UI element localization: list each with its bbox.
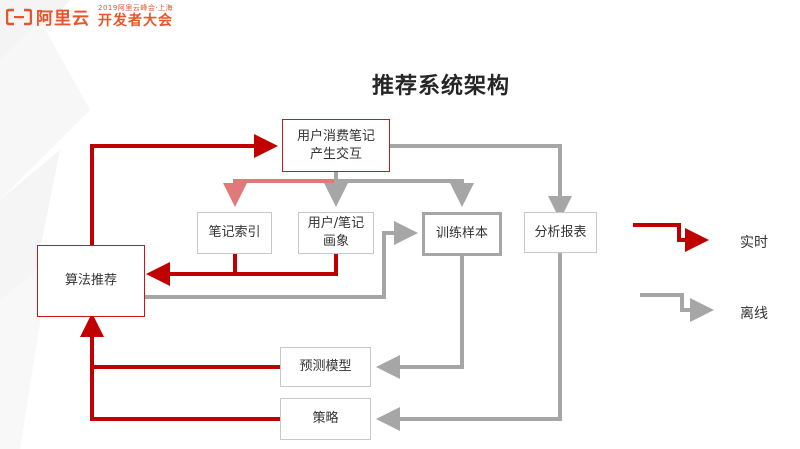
node-strategy-label: 策略: [312, 411, 339, 427]
node-analysis-report: 分析报表: [524, 212, 597, 253]
legend-realtime-label: 实时: [740, 235, 768, 251]
node-profile-line1: 用户/笔记: [307, 216, 365, 232]
legend-realtime-line: [633, 223, 709, 252]
node-strategy: 策略: [280, 398, 371, 440]
connector-strategy-to-algo: [80, 313, 280, 421]
legend-offline-line: [640, 293, 714, 322]
node-profile-line2: 画象: [322, 234, 349, 249]
connector-algo-to-consume: [90, 134, 278, 245]
node-model-label: 预测模型: [299, 359, 352, 375]
event-name: 开发者大会: [98, 13, 173, 29]
node-report-label: 分析报表: [534, 224, 587, 240]
connector-profile-to-algo: [235, 254, 338, 276]
node-note-index: 笔记索引: [197, 212, 272, 254]
connector-consume-to-report: [390, 144, 572, 220]
connector-index-to-algo: [146, 254, 237, 286]
brand-logo: 阿里云 2019阿里云峰会·上海 开发者大会: [5, 4, 174, 29]
connector-consume-to-index: [223, 172, 338, 207]
event-line: 2019阿里云峰会·上海: [98, 4, 174, 12]
aliyun-logo-icon: [5, 8, 33, 26]
node-consume-line2: 产生交互: [309, 146, 362, 162]
node-algorithm-recommend: 算法推荐: [37, 245, 145, 317]
brand-name: 阿里云: [36, 9, 90, 29]
connector-train-to-model: [376, 256, 464, 379]
connector-report-to-strategy: [376, 253, 562, 431]
node-prediction-model: 预测模型: [280, 347, 371, 387]
node-consume-line1: 用户消费笔记: [296, 128, 375, 144]
node-note-index-label: 笔记索引: [208, 225, 261, 241]
node-user-note-profile: 用户/笔记 画象: [298, 212, 374, 254]
node-consume-interact: 用户消费笔记 产生交互: [282, 119, 390, 172]
page-title: 推荐系统架构: [372, 74, 511, 99]
legend-offline-label: 离线: [740, 306, 768, 322]
connector-algo-to-train: [145, 221, 418, 299]
node-algo-label: 算法推荐: [64, 273, 117, 289]
node-train-label: 训练样本: [435, 226, 488, 242]
connector-consume-to-train: [336, 179, 474, 207]
node-training-samples: 训练样本: [422, 212, 502, 256]
